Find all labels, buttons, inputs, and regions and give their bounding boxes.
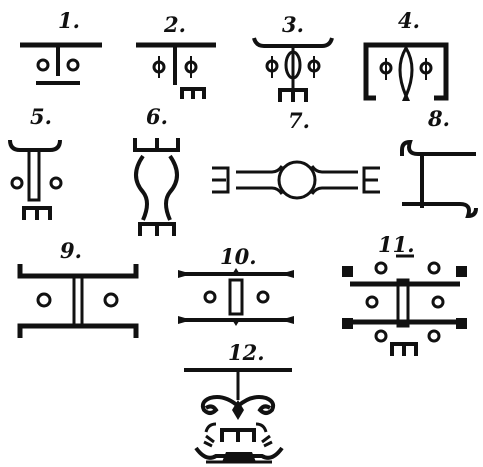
glyph-3 bbox=[254, 38, 332, 102]
glyph-6 bbox=[133, 138, 180, 236]
glyph-12 bbox=[184, 370, 292, 462]
glyph-9 bbox=[20, 264, 136, 338]
glyph-1 bbox=[20, 45, 102, 83]
glyph-11 bbox=[342, 256, 467, 356]
glyph-2 bbox=[136, 45, 216, 99]
glyph-7 bbox=[212, 162, 380, 198]
glyph-10 bbox=[178, 268, 294, 326]
glyph-4 bbox=[366, 45, 446, 101]
glyph-8 bbox=[402, 142, 476, 216]
glyph-5 bbox=[10, 140, 61, 220]
